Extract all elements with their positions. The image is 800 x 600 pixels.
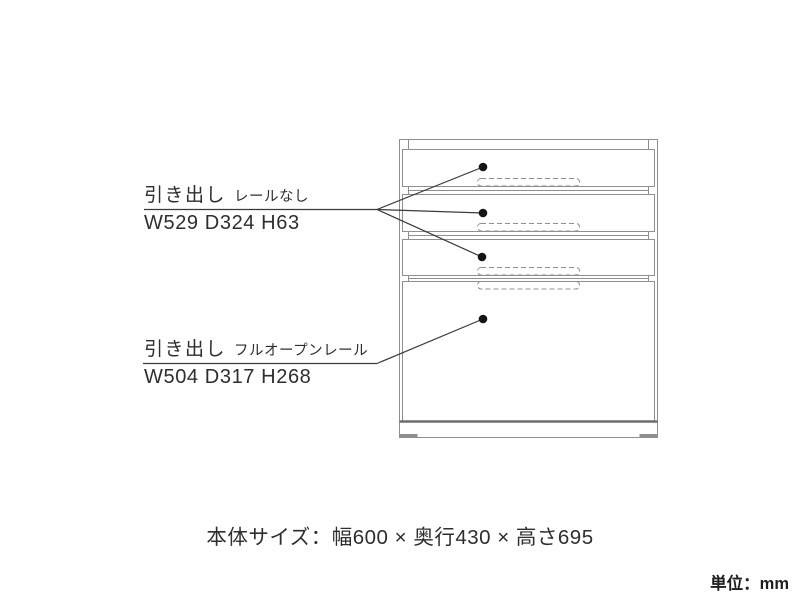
annotation-large-drawer-heading: 引き出し フルオープンレール [144,337,368,363]
cabinet-feet [400,434,657,438]
foot-left [400,434,418,438]
foot-right [639,434,657,438]
marker-dots [477,162,488,324]
leader-line-drawer-4 [376,318,484,365]
marker-dot-drawer-1 [478,162,488,172]
annotation-small-drawers: 引き出し レールなし W529 D324 H63 [144,183,309,235]
drawer-1-handle-recess [477,178,580,187]
annotation-dimensions: W504 D317 H268 [144,366,312,388]
leader-lines [143,166,484,365]
annotation-rail-type: レールなし [234,189,310,205]
annotation-dimensions: W529 D324 H63 [144,212,300,234]
cabinet-outline [399,139,658,438]
marker-dot-drawer-3 [477,252,487,262]
marker-dot-drawer-4 [478,314,488,324]
drawer-2-face [402,194,655,232]
annotation-title: 引き出し [144,339,227,360]
marker-dot-drawer-2 [478,208,488,218]
drawer-4-face [402,281,655,422]
annotation-rail-type: フルオープンレール [234,343,369,359]
handle-recesses [477,178,580,290]
annotation-small-drawers-heading: 引き出し レールなし [144,183,309,209]
annotation-title: 引き出し [144,185,227,206]
leader-line-drawer-1 [376,166,484,211]
body-size-text: 本体サイズ：幅600 × 奥行430 × 高さ695 [206,526,594,549]
drawer-2-handle-recess [477,223,580,232]
annotation-large-drawer: 引き出し フルオープンレール W504 D317 H268 [144,337,368,389]
leader-line-drawer-3 [376,208,483,258]
drawer-3-face [402,239,655,276]
drawer-1-face [402,149,655,187]
unit-note: 単位：mm [710,575,789,593]
leader-line-drawer-2 [376,208,484,214]
drawer-4-handle-recess [477,281,580,290]
drawer-3-handle-recess [477,267,580,276]
